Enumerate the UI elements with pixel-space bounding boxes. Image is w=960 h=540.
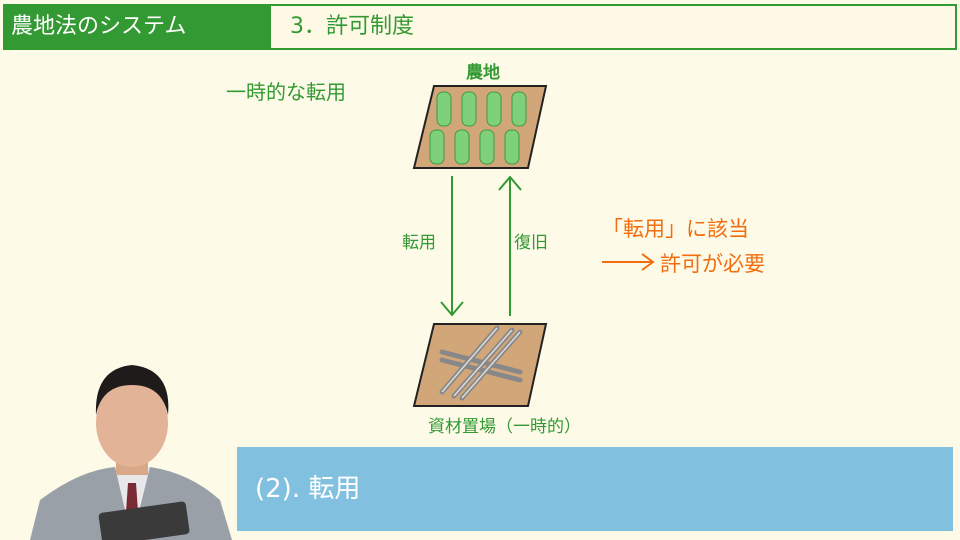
restoration-label: 復旧 — [514, 233, 548, 253]
note-permit-required: 許可が必要 — [660, 252, 765, 276]
storage-yard-label: 資材置場（一時的） — [428, 417, 581, 437]
conversion-arrow-down — [440, 176, 464, 317]
temporary-conversion-label: 一時的な転用 — [226, 80, 346, 104]
conversion-label: 転用 — [402, 233, 436, 253]
storage-yard-illustration — [412, 323, 548, 407]
farmland-label: 農地 — [466, 63, 500, 83]
section-banner: (2). 転用 — [237, 447, 953, 531]
chapter-title: 3．許可制度 — [290, 14, 414, 39]
header-bar: 農地法のシステム 3．許可制度 — [3, 4, 957, 50]
farmland-illustration — [412, 85, 548, 169]
presenter-video — [30, 365, 232, 540]
note-applies-conversion: 「転用」に該当 — [602, 217, 749, 241]
orange-arrow-icon — [602, 253, 655, 271]
section-title: 農地法のシステム — [5, 6, 271, 48]
restoration-arrow-up — [498, 176, 522, 316]
